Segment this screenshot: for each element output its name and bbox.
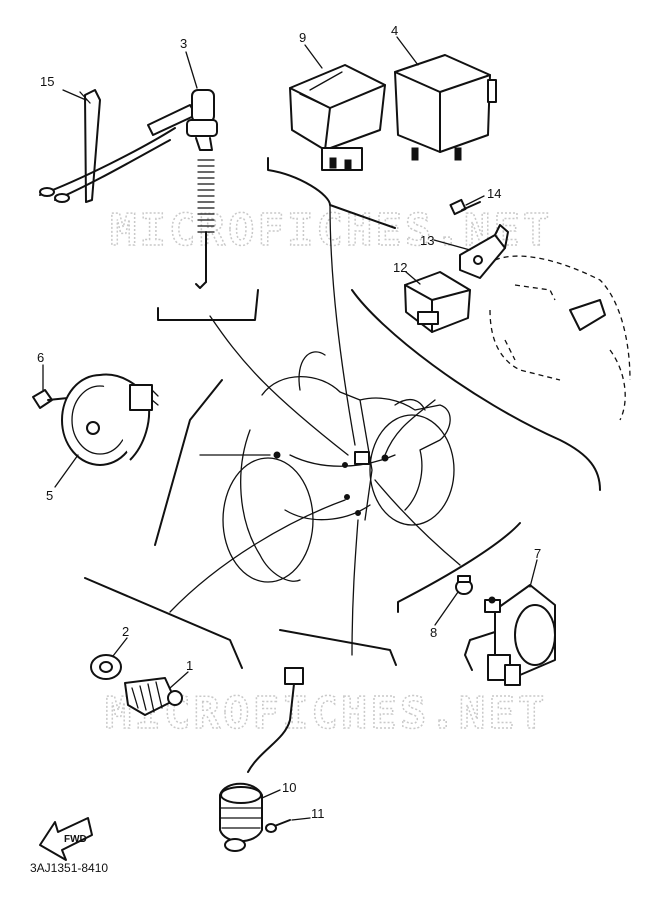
callout-12: 12 xyxy=(393,260,407,275)
part-4-flasher-relay[interactable] xyxy=(394,54,497,161)
part-9-relay[interactable] xyxy=(289,64,386,171)
part-7-starter-relay[interactable] xyxy=(464,584,556,686)
callout-8: 8 xyxy=(430,625,437,640)
callout-6: 6 xyxy=(37,350,44,365)
part-2-washer[interactable] xyxy=(90,654,122,680)
part-8-grommet[interactable] xyxy=(455,575,473,595)
callout-14: 14 xyxy=(487,186,501,201)
callout-labels: 15 3 9 4 14 13 12 6 5 7 8 2 1 10 11 xyxy=(37,23,541,821)
callout-2: 2 xyxy=(122,624,129,639)
part-12-connector[interactable] xyxy=(404,271,471,333)
part-14-bolt[interactable] xyxy=(449,198,481,216)
part-5-horn[interactable] xyxy=(61,373,159,466)
motorcycle-outline xyxy=(222,351,455,583)
part-6-bolt[interactable] xyxy=(32,389,69,409)
callout-3: 3 xyxy=(180,36,187,51)
callout-11: 11 xyxy=(311,806,325,821)
callout-leaders xyxy=(42,36,538,821)
callout-13: 13 xyxy=(420,233,434,248)
part-3-switch-assembly[interactable] xyxy=(147,89,218,289)
part-10-switch-lead[interactable] xyxy=(219,667,304,852)
group-brackets xyxy=(84,157,601,669)
diagram-code: 3AJ1351-8410 xyxy=(30,861,108,875)
fwd-arrow-icon: FWD xyxy=(39,817,93,861)
callout-10: 10 xyxy=(282,780,296,795)
callout-9: 9 xyxy=(299,30,306,45)
fwd-label: FWD xyxy=(64,834,87,845)
callout-7: 7 xyxy=(534,546,541,561)
frame-detail xyxy=(489,255,631,421)
part-15-wire-band[interactable] xyxy=(39,89,176,203)
part-13-bracket[interactable] xyxy=(459,224,509,279)
callout-5: 5 xyxy=(46,488,53,503)
part-1-switch[interactable] xyxy=(124,677,183,716)
callout-15: 15 xyxy=(40,74,54,89)
callout-1: 1 xyxy=(186,658,193,673)
callout-4: 4 xyxy=(391,23,398,38)
part-11-screw[interactable] xyxy=(265,819,291,833)
